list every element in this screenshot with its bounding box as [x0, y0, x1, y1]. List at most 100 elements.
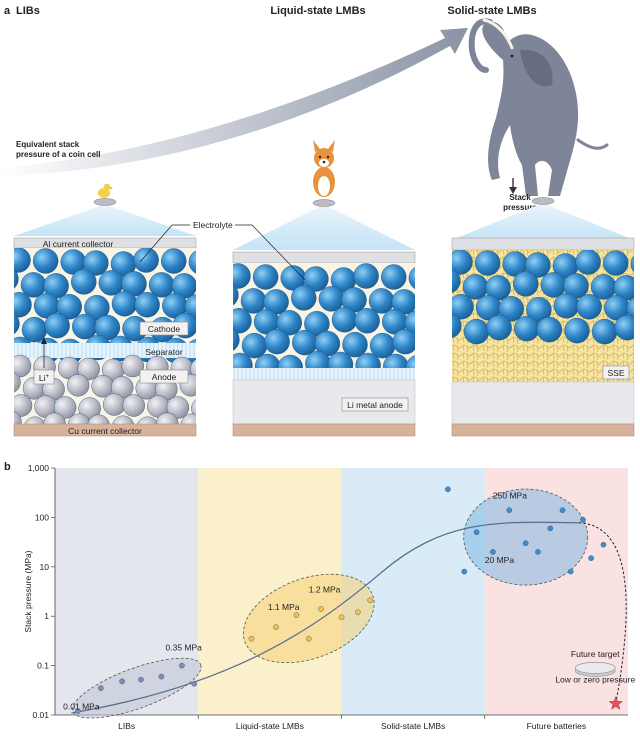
data-point: [506, 507, 513, 513]
cathode-particle: [486, 314, 512, 341]
group-label-low: 20 MPa: [485, 555, 515, 565]
data-point: [179, 662, 185, 669]
data-point: [490, 549, 496, 555]
col-title-solid: Solid-state LMBs: [447, 5, 536, 17]
anode-box: [139, 369, 189, 384]
data-point: [588, 555, 594, 561]
light-beam-middle: [233, 207, 415, 250]
cathode-particle: [564, 317, 590, 344]
cathode-particle: [421, 375, 446, 400]
cathode-particle: [200, 352, 225, 377]
cathode-particle: [426, 293, 451, 318]
cathode-particle: [133, 248, 159, 273]
separator-label: Separator: [145, 347, 182, 357]
data-point: [367, 597, 373, 604]
elephant-icon: [468, 18, 609, 196]
group-ellipse-0: [72, 657, 202, 719]
data-point: [338, 614, 345, 621]
panel-a-letter: a: [4, 5, 11, 17]
cathode-particle: [0, 336, 5, 361]
separator-layer: [14, 343, 196, 358]
cathode-particle: [44, 312, 70, 339]
anode-particle: [121, 354, 144, 378]
cathode-particle: [14, 292, 32, 318]
sse-box: [602, 365, 630, 380]
anode-particle: [14, 354, 32, 378]
cathode-particle: [161, 248, 187, 274]
future-coin-cell-top: [574, 662, 616, 674]
cathode-particle: [304, 311, 330, 337]
li-metal-layer: [451, 381, 635, 425]
cathode-particle: [525, 252, 551, 278]
data-point: [522, 540, 529, 547]
separator-layer: [233, 368, 415, 380]
chick-icon: [98, 183, 113, 198]
coin-cell-label-2: pressure of a coin cell: [16, 150, 100, 159]
anode-particle: [66, 374, 90, 397]
data-point: [535, 549, 541, 555]
cu-collector-label: Cu current collector: [68, 426, 142, 436]
cathode-particle: [199, 269, 224, 294]
data-point: [75, 708, 81, 714]
cathode-particle: [420, 249, 445, 274]
li-ion-box: [33, 369, 55, 385]
al-collector-bar: [451, 237, 635, 251]
anode-particle: [190, 359, 196, 379]
cathode-label: Cathode: [148, 324, 180, 334]
cathode-particle: [233, 328, 240, 351]
anode-particle: [91, 375, 114, 398]
anode-particle: [0, 354, 6, 376]
cathode-particle: [292, 329, 318, 356]
group-label-high: 0.35 MPa: [166, 643, 203, 653]
cathode-particle: [204, 307, 229, 332]
data-point: [138, 676, 144, 683]
data-point: [559, 507, 566, 513]
y-tick-label: 0.1: [37, 661, 49, 671]
cathode-particle: [71, 269, 97, 295]
group-label-high: 1.2 MPa: [309, 585, 341, 595]
group-ellipse-2: [463, 488, 589, 586]
anode-particle: [191, 399, 196, 418]
data-point: [119, 678, 125, 685]
data-point: [580, 516, 586, 523]
cathode-particle: [14, 313, 20, 335]
electrolyte-label: Electrolyte: [193, 220, 233, 230]
cathode-box: [139, 321, 189, 336]
coin-cell-icon: [531, 197, 555, 205]
cu-collector-bar: [451, 423, 635, 437]
group-ellipse-1: [243, 573, 375, 664]
cathode-particle: [419, 285, 444, 310]
y-tick-label: 0.01: [32, 710, 49, 720]
data-point: [547, 525, 554, 532]
x-category-label: Solid-state LMBs: [381, 721, 445, 731]
y-tick-label: 1: [44, 611, 49, 621]
anode-particle: [102, 393, 126, 416]
cu-collector-bar: [13, 423, 197, 437]
cathode-particle: [264, 328, 290, 355]
cathode-particle: [342, 331, 368, 358]
y-axis-label: Stack pressure (MPa): [23, 550, 33, 632]
data-point: [600, 541, 607, 548]
cathode-particle: [381, 264, 407, 290]
cathode-particle: [14, 248, 31, 273]
group-label-low: 1.1 MPa: [268, 602, 300, 612]
anode-particle: [53, 396, 77, 419]
li-metal-label: Li metal anode: [347, 400, 403, 410]
anode-particle: [166, 396, 190, 419]
cathode-particle: [83, 250, 109, 276]
data-point: [98, 685, 104, 691]
y-tick-label: 100: [35, 512, 49, 522]
al-collector-bar: [232, 251, 416, 264]
li-ion-arrowhead: [41, 337, 47, 344]
future-trend-dashed: [578, 522, 627, 704]
x-category-label: Future batteries: [527, 721, 587, 731]
cathode-particle: [134, 292, 160, 318]
anode-particle: [122, 394, 145, 417]
data-point: [567, 568, 574, 575]
cathode-particle: [0, 291, 9, 316]
cathode-particle: [252, 264, 279, 290]
col-title-libs: LIBs: [16, 5, 40, 17]
cathode-particle: [498, 296, 524, 322]
